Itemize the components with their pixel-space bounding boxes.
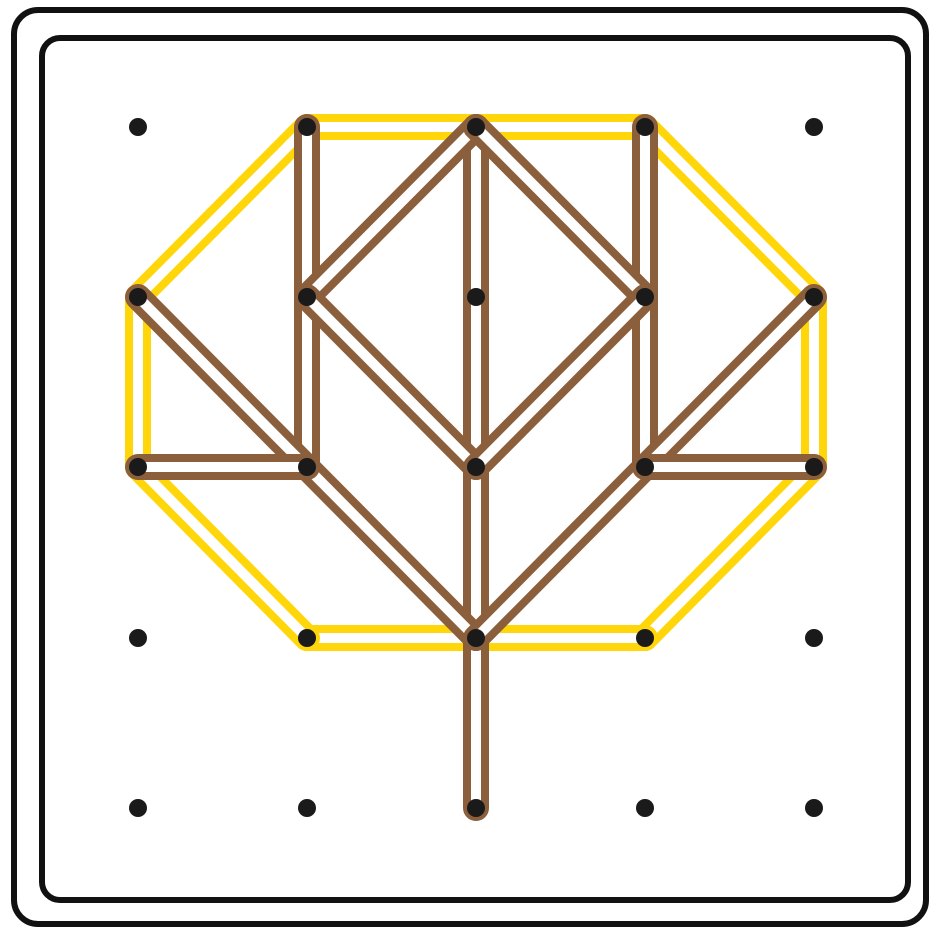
peg <box>636 458 654 476</box>
peg <box>467 799 485 817</box>
peg <box>467 629 485 647</box>
peg <box>636 288 654 306</box>
peg <box>467 118 485 136</box>
peg <box>805 799 823 817</box>
peg <box>636 118 654 136</box>
peg <box>129 458 147 476</box>
peg <box>467 288 485 306</box>
peg <box>129 799 147 817</box>
peg <box>636 629 654 647</box>
peg <box>129 629 147 647</box>
peg <box>298 288 316 306</box>
peg <box>805 288 823 306</box>
peg <box>129 288 147 306</box>
peg <box>298 458 316 476</box>
peg <box>805 629 823 647</box>
peg <box>129 118 147 136</box>
peg <box>298 799 316 817</box>
peg <box>298 629 316 647</box>
peg <box>805 118 823 136</box>
peg <box>298 118 316 136</box>
peg <box>467 458 485 476</box>
peg <box>636 799 654 817</box>
peg <box>805 458 823 476</box>
